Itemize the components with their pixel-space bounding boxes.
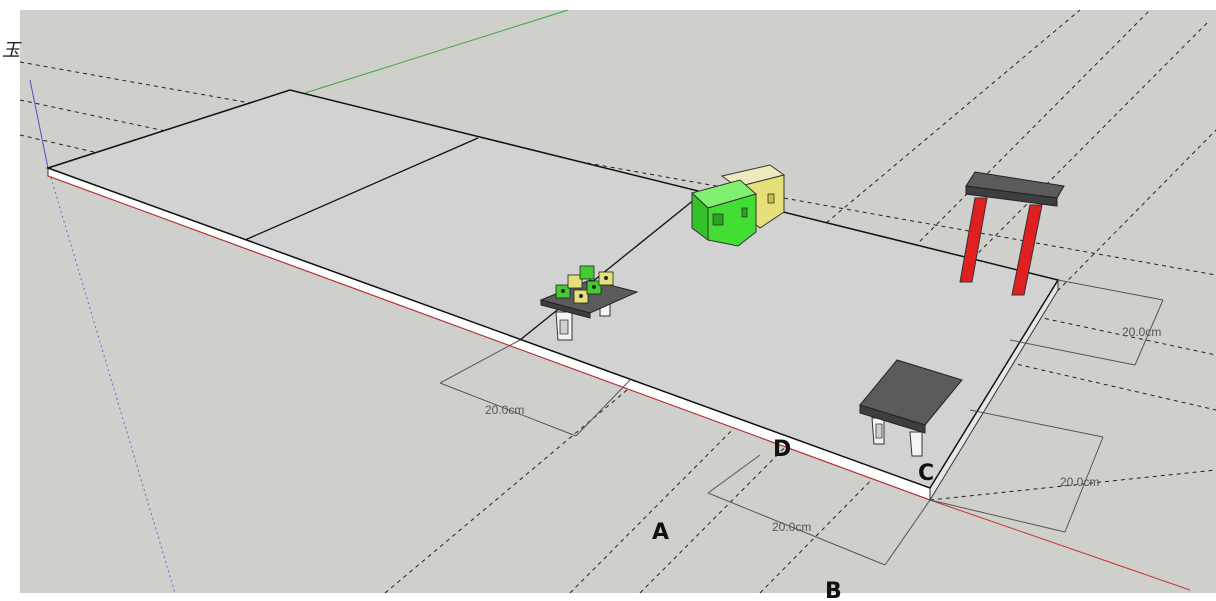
red-stool[interactable] — [959, 171, 1065, 296]
dimension-label-right-bottom: 20.0cm — [1060, 475, 1099, 489]
point-label-b: B — [825, 579, 842, 601]
point-label-a: A — [652, 520, 669, 545]
small-table-with-cubes[interactable] — [539, 265, 639, 341]
board-front-red-edge — [47, 175, 931, 501]
corner-glyph: 玉 — [2, 40, 22, 61]
table-near-c[interactable] — [859, 359, 963, 457]
blue-axis — [29, 79, 49, 169]
blue-axis-guide — [47, 167, 176, 594]
red-axis — [929, 499, 1191, 591]
dimension-lines — [439, 279, 1164, 566]
point-label-c: C — [918, 461, 934, 486]
board-grid — [244, 137, 701, 341]
green-axis — [304, 9, 569, 94]
dimension-label-left: 20.0cm — [485, 403, 524, 417]
green-box[interactable] — [691, 179, 758, 247]
point-label-d: D — [773, 437, 791, 462]
dimension-label-bottom: 20.0cm — [772, 520, 811, 534]
dimension-label-right-top: 20.0cm — [1122, 325, 1161, 339]
